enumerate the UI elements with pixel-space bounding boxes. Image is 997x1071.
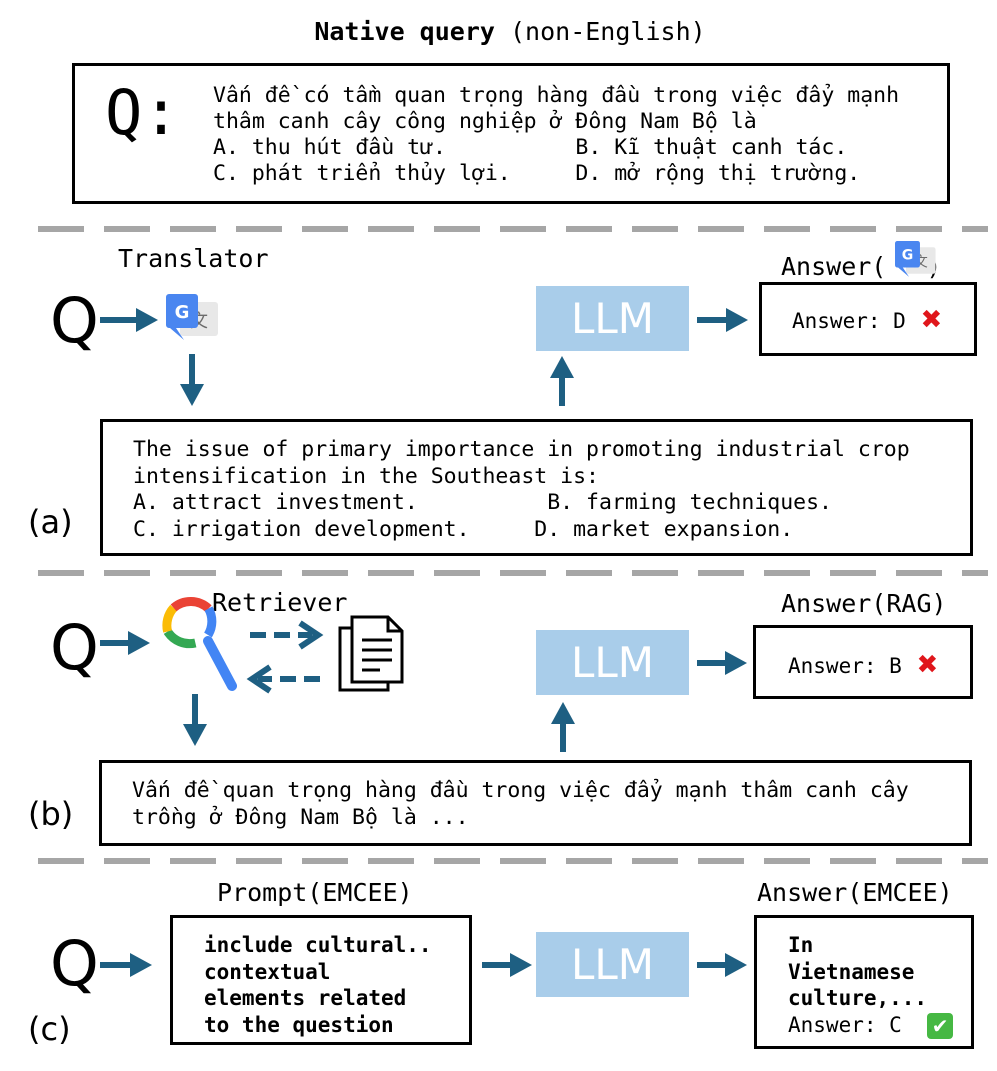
wrong-cross-icon: ✖	[920, 305, 943, 335]
arrow-llm-to-answer	[697, 308, 748, 332]
panel-c-llm: LLM	[536, 932, 689, 997]
panel-b-retrieved-box: Vấn đề quan trọng hàng đầu trong việc đẩ…	[99, 760, 972, 846]
panel-b-label: (b)	[28, 795, 74, 833]
native-query-line: A. thu hút đầu tư. B. Kĩ thuật canh tác.	[213, 135, 848, 160]
panel-a-answer-row: Answer: D ✖	[792, 305, 942, 335]
native-query-line: thâm canh cây công nghiệp ở Đông Nam Bộ …	[213, 109, 757, 134]
arrow-translator-down	[180, 354, 204, 406]
panel-a-answer-text: Answer: D	[792, 309, 906, 333]
native-query-box: Q: Vấn đề có tầm quan trọng hàng đầu tro…	[72, 63, 950, 204]
translated-line: The issue of primary importance in promo…	[133, 437, 910, 462]
panel-b-answer-box: Answer: B ✖	[753, 625, 973, 699]
arrow-text-to-llm	[550, 356, 574, 406]
native-query-line: C. phát triển thủy lợi. D. mở rộng thị t…	[213, 161, 861, 186]
native-query-q: Q:	[105, 76, 180, 149]
arrow-llm-to-answer	[697, 953, 747, 977]
panel-a-label: (a)	[28, 503, 73, 541]
arrow-q-to-retriever	[100, 631, 150, 655]
header-title-bold: Native query	[314, 17, 495, 46]
panel-a-llm: LLM	[536, 286, 689, 351]
panel-c-q: Q	[50, 927, 99, 1000]
panel-c-answer-box: In Vietnamese culture,... Answer: C ✔	[754, 915, 974, 1049]
panel-b-llm: LLM	[536, 630, 689, 695]
retriever-label: Retriever	[212, 588, 348, 617]
prompt-line: contextual	[204, 959, 331, 984]
panel-a-answer-box: Answer: D ✖	[759, 282, 977, 356]
divider-3	[38, 858, 988, 864]
panel-a-translated-box: The issue of primary importance in promo…	[100, 419, 973, 556]
panel-a-q: Q	[50, 284, 99, 357]
panel-b-answer-title: Answer(RAG)	[781, 589, 947, 618]
panel-c-prompt-text: include cultural.. contextual elements r…	[204, 932, 432, 1038]
answer-line: Vietnamese	[788, 959, 915, 984]
panel-b-q: Q	[50, 611, 99, 684]
divider-1	[38, 226, 988, 232]
answer-row: Answer: C ✔	[788, 1012, 954, 1039]
search-icon	[162, 597, 237, 691]
native-query-text: Vấn đề có tầm quan trọng hàng đầu trong …	[213, 83, 899, 187]
arrow-llm-to-answer	[697, 651, 747, 675]
prompt-label: Prompt(EMCEE)	[217, 878, 413, 907]
panel-c-label: (c)	[28, 1010, 71, 1048]
answer-line: In	[788, 933, 814, 957]
translator-label: Translator	[118, 244, 269, 273]
arrow-q-to-translator	[100, 308, 158, 332]
arrow-retriever-down	[183, 694, 207, 746]
panel-c-answer-label: Answer: C	[788, 1012, 902, 1037]
arrow-text-to-llm	[551, 702, 575, 752]
arrow-prompt-to-llm	[482, 953, 532, 977]
divider-2	[38, 570, 988, 576]
panel-a-answer-title-prefix: Answer(	[781, 252, 887, 281]
header-title-rest: (non-English)	[494, 17, 706, 46]
document-icon	[338, 615, 404, 692]
arrow-query-to-documents	[250, 620, 324, 650]
wrong-cross-icon: ✖	[916, 650, 939, 680]
arrow-documents-to-retriever	[246, 664, 320, 694]
translated-line: intensification in the Southeast is:	[133, 463, 599, 489]
google-translate-small-icon	[895, 241, 936, 277]
panel-c-answer-title: Answer(EMCEE)	[757, 878, 953, 907]
header-title: Native query (non-English)	[0, 17, 997, 46]
google-translate-icon	[166, 294, 218, 340]
panel-a-translated-text: The issue of primary importance in promo…	[133, 437, 910, 543]
prompt-line: to the question	[204, 1012, 394, 1037]
translated-line: A. attract investment. B. farming techni…	[133, 490, 832, 515]
retrieved-line: Vấn đề quan trọng hàng đầu trong việc đẩ…	[132, 778, 909, 803]
arrow-q-to-prompt	[100, 953, 152, 977]
prompt-line: elements related	[204, 986, 407, 1010]
prompt-line: include cultural..	[204, 933, 432, 957]
check-mark-icon: ✔	[927, 1012, 954, 1039]
native-query-line: Vấn đề có tầm quan trọng hàng đầu trong …	[213, 83, 900, 108]
panel-c-prompt-box: include cultural.. contextual elements r…	[170, 915, 472, 1045]
retrieved-line: trồng ở Đông Nam Bộ là ...	[132, 804, 469, 830]
panel-b-retrieved-text: Vấn đề quan trọng hàng đầu trong việc đẩ…	[132, 778, 909, 831]
answer-line: culture,...	[788, 986, 928, 1010]
translated-line: C. irrigation development. D. market exp…	[133, 516, 794, 542]
panel-b-answer-row: Answer: B ✖	[788, 650, 938, 680]
panel-b-answer-text: Answer: B	[788, 654, 902, 678]
panel-c-answer-text: In Vietnamese culture,... Answer: C ✔	[788, 932, 954, 1039]
